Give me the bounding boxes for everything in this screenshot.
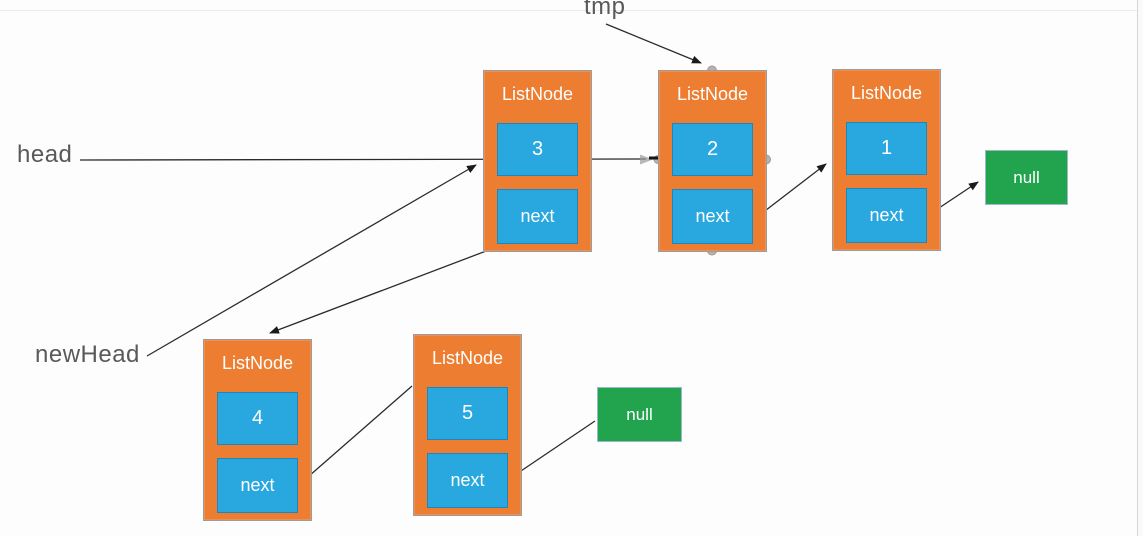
listnode-shape-4[interactable]: ListNode 4 next: [203, 339, 312, 521]
listnode-shape-5[interactable]: ListNode 5 next: [413, 334, 522, 516]
listnode-shape-2[interactable]: ListNode 2 next: [658, 70, 767, 252]
arrow-node4-to-node5[interactable]: [300, 385, 413, 484]
listnode-title: ListNode: [850, 83, 923, 103]
value-cell[interactable]: 3: [497, 123, 578, 176]
null-terminator-top[interactable]: null: [985, 150, 1068, 205]
listnode-title: ListNode: [221, 353, 294, 373]
arrow-node5-to-null[interactable]: [511, 420, 596, 478]
tmp-pointer-label[interactable]: tmp: [584, 0, 626, 20]
null-terminator-bottom[interactable]: null: [597, 387, 682, 442]
slide-right-border: [1137, 0, 1138, 536]
slide-right-margin: [1138, 0, 1143, 536]
listnode-title: ListNode: [676, 84, 749, 104]
value-cell[interactable]: 2: [672, 123, 753, 176]
value-cell[interactable]: 1: [846, 122, 927, 175]
listnode-shape-3[interactable]: ListNode 3 next: [483, 70, 592, 252]
value-cell[interactable]: 5: [427, 387, 508, 440]
next-cell[interactable]: next: [217, 458, 298, 513]
arrow-node2-to-node1[interactable]: [756, 163, 827, 218]
slide-top-border: [0, 10, 1143, 11]
listnode-title: ListNode: [431, 348, 504, 368]
tmp-arrow[interactable]: [605, 23, 702, 64]
newhead-pointer-label[interactable]: newHead: [35, 341, 140, 368]
head-arrow-ghost-arrowhead: [640, 154, 653, 165]
listnode-title: ListNode: [501, 84, 574, 104]
listnode-shape-1[interactable]: ListNode 1 next: [832, 69, 941, 251]
head-pointer-label[interactable]: head: [17, 141, 73, 168]
next-cell[interactable]: next: [427, 453, 508, 508]
value-cell[interactable]: 4: [217, 392, 298, 445]
next-cell[interactable]: next: [846, 188, 927, 243]
next-cell[interactable]: next: [672, 189, 753, 244]
next-cell[interactable]: next: [497, 189, 578, 244]
newhead-arrow[interactable]: [146, 164, 477, 357]
